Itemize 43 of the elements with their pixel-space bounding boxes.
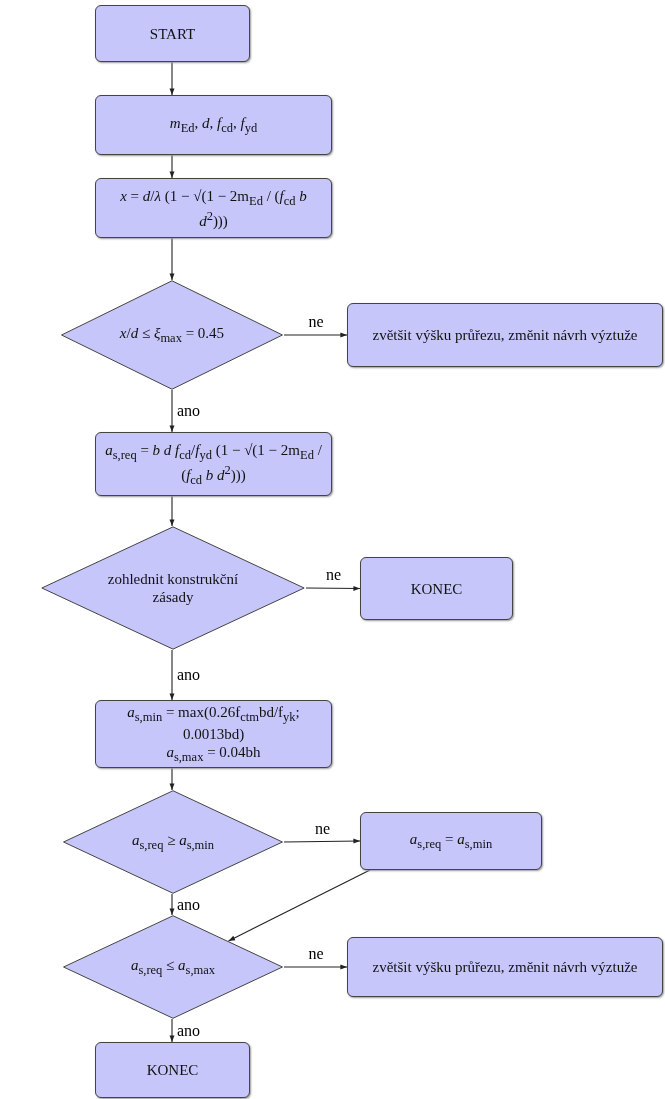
- node-text: a$_{s,max}$ = 0.04bh: [166, 743, 261, 765]
- arrow: [283, 332, 348, 338]
- arrow: [169, 389, 175, 433]
- node-text: x = d/λ (1 − √(1 − 2m$_{Ed}$ / (f$_{cd}$ b d$^{2}$))): [119, 186, 308, 230]
- node-text: a$_{s,req}$ ≤ a$_{s,max}$: [130, 956, 216, 978]
- node-text: a$_{s,req}$ = a$_{s,min}$: [409, 830, 493, 852]
- node-text: m$_{Ed}$, d, f$_{cd}$, f$_{yd}$: [169, 114, 258, 136]
- decision-diamond: [60, 280, 284, 390]
- process-box: [95, 178, 332, 238]
- arrow: [169, 767, 175, 791]
- process-box: [360, 812, 542, 870]
- process-box: [95, 700, 332, 768]
- arrow: [169, 495, 175, 527]
- process-box: [95, 1042, 250, 1098]
- process-box: [347, 937, 663, 997]
- node-text: a$_{s,min}$ = max(0.26f$_{ctm}$bd/f$_{yk}$; 0.0013bd): [126, 703, 301, 743]
- arrow: [169, 237, 175, 281]
- arrow: [169, 1018, 175, 1043]
- node-text: zvětšit výšku průřezu, změnit návrh výztuže: [372, 958, 638, 976]
- node-text: KONEC: [146, 1061, 199, 1079]
- process-box: [95, 95, 332, 155]
- decision-diamond: [40, 526, 306, 650]
- decision-diamond: [62, 790, 284, 894]
- process-box: [347, 303, 663, 367]
- node-text: zvětšit výšku průřezu, změnit návrh výztuže: [372, 326, 638, 344]
- node-text: a$_{s,req}$ ≥ a$_{s,min}$: [131, 831, 215, 853]
- arrow: [283, 964, 348, 970]
- process-box: [360, 557, 513, 620]
- node-text: a$_{s,req}$ = b d f$_{cd}$/f$_{yd}$ (1 − √(1 − 2m$_{Ed}$ / (f$_{cd}$ b d$^{2}$))): [104, 440, 323, 488]
- arrow: [169, 61, 175, 96]
- node-text: KONEC: [410, 579, 463, 598]
- arrow: [169, 649, 175, 701]
- arrow: [169, 154, 175, 179]
- decision-diamond: [62, 915, 284, 1019]
- arrow: [283, 838, 361, 844]
- node-text: x/d ≤ ξ$_{max}$ = 0.45: [119, 324, 225, 346]
- process-box: [95, 5, 250, 62]
- arrow: [227, 869, 371, 942]
- node-text: START: [149, 24, 196, 43]
- arrow: [169, 893, 175, 916]
- node-text: zohlednit konstrukční zásady: [106, 570, 240, 606]
- process-box: [95, 432, 332, 496]
- arrow: [305, 585, 361, 591]
